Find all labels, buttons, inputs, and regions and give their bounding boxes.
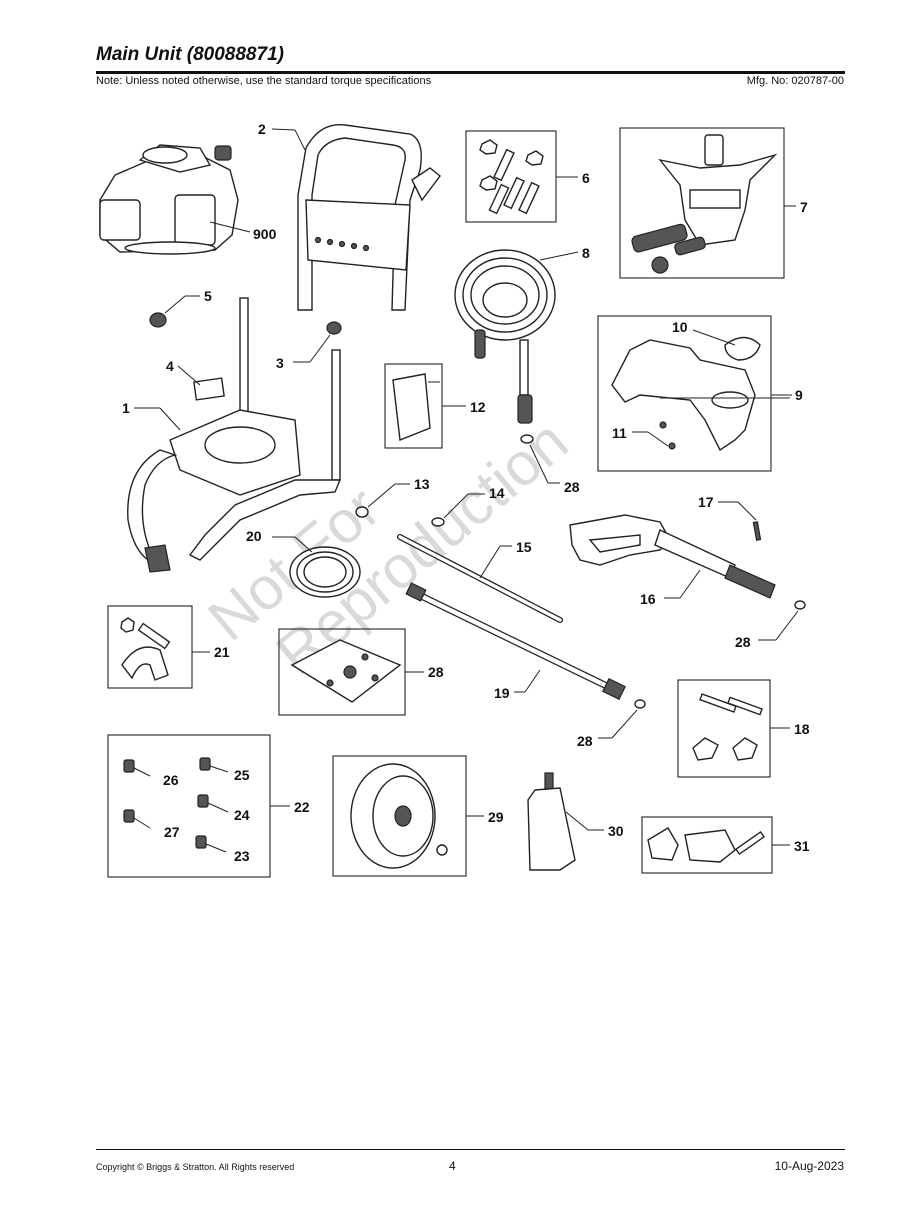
svg-text:27: 27: [164, 824, 180, 840]
manifold-part[interactable]: 28: [278, 628, 444, 716]
pin-part[interactable]: 17: [698, 494, 762, 541]
plate-part[interactable]: 12: [384, 363, 486, 449]
callout-19: 19: [494, 685, 510, 701]
callout-14: 14: [489, 485, 505, 501]
frame-part[interactable]: 1: [122, 297, 342, 573]
callout-31: 31: [794, 838, 810, 854]
callout-5: 5: [204, 288, 212, 304]
clip-part[interactable]: 31: [641, 816, 810, 874]
screw-26: 26: [123, 759, 179, 788]
callout-3: 3: [276, 355, 284, 371]
o-ring-part[interactable]: 13: [355, 476, 430, 518]
coil-hose-part[interactable]: 20: [246, 528, 361, 598]
callout-15: 15: [516, 539, 532, 555]
shroud-part[interactable]: 9 10 11: [597, 315, 803, 472]
screw-24: 24: [197, 794, 250, 823]
callout-9: 9: [795, 387, 803, 403]
mfg-number: Mfg. No: 020787-00: [746, 75, 844, 87]
svg-text:24: 24: [234, 807, 250, 823]
pump-part[interactable]: 7: [619, 127, 808, 279]
callout-17: 17: [698, 494, 714, 510]
svg-text:26: 26: [163, 772, 179, 788]
plug-part[interactable]: 5: [149, 288, 212, 328]
detergent-bottle-part[interactable]: 30: [527, 772, 624, 871]
callout-12: 12: [470, 399, 486, 415]
callout-8: 8: [582, 245, 590, 261]
screw-27: 27: [123, 809, 180, 840]
screw-kit-part[interactable]: 26 25 24 27 23 22: [107, 734, 310, 878]
header-rule: [96, 71, 845, 74]
callout-4: 4: [166, 358, 174, 374]
callout-1: 1: [122, 400, 130, 416]
washer-part-4[interactable]: 28: [577, 699, 646, 749]
callout-28-a: 28: [564, 479, 580, 495]
engine-part[interactable]: 900: [99, 144, 277, 255]
callout-11: 11: [612, 425, 627, 441]
svg-text:25: 25: [234, 767, 250, 783]
revision-date: 10-Aug-2023: [774, 1159, 844, 1173]
lance-part[interactable]: 15: [397, 534, 563, 623]
callout-7: 7: [800, 199, 808, 215]
footer-rule: [96, 1149, 845, 1150]
callout-21: 21: [214, 644, 230, 660]
callout-29: 29: [488, 809, 504, 825]
cap-part[interactable]: 3: [276, 321, 342, 371]
hose-part[interactable]: 8: [454, 245, 590, 424]
washer-part-1[interactable]: 28: [520, 434, 580, 495]
spray-gun-part[interactable]: 16: [569, 514, 806, 610]
callout-2: 2: [258, 121, 266, 137]
handle-part[interactable]: 2: [258, 121, 441, 311]
callout-18: 18: [794, 721, 810, 737]
callout-28-b: 28: [735, 634, 751, 650]
screw-25: 25: [199, 757, 250, 783]
callout-900: 900: [253, 226, 277, 242]
screw-23: 23: [195, 835, 250, 864]
callout-13: 13: [414, 476, 430, 492]
knob-kit-part[interactable]: 18: [677, 679, 810, 778]
callout-28-c: 28: [428, 664, 444, 680]
callout-30: 30: [608, 823, 624, 839]
callout-10: 10: [672, 319, 688, 335]
callout-28-d: 28: [577, 733, 593, 749]
page-title: Main Unit (80088871): [96, 44, 284, 65]
copyright-text: Copyright © Briggs & Stratton. All Right…: [96, 1162, 295, 1172]
washer-part-2[interactable]: 14: [431, 485, 505, 527]
torque-note: Note: Unless noted otherwise, use the st…: [96, 75, 432, 87]
washer-part-3[interactable]: 28: [735, 610, 799, 650]
callout-20: 20: [246, 528, 262, 544]
label-decal-part[interactable]: 4: [166, 358, 225, 401]
bracket-part[interactable]: 21: [107, 605, 230, 689]
callout-6: 6: [582, 170, 590, 186]
page-number: 4: [449, 1159, 456, 1173]
svg-text:23: 23: [234, 848, 250, 864]
callout-16: 16: [640, 591, 656, 607]
wheel-part[interactable]: 29: [332, 755, 504, 877]
wand-part[interactable]: 19: [405, 582, 626, 701]
callout-22: 22: [294, 799, 310, 815]
bolt-kit-part[interactable]: 6: [465, 130, 590, 223]
